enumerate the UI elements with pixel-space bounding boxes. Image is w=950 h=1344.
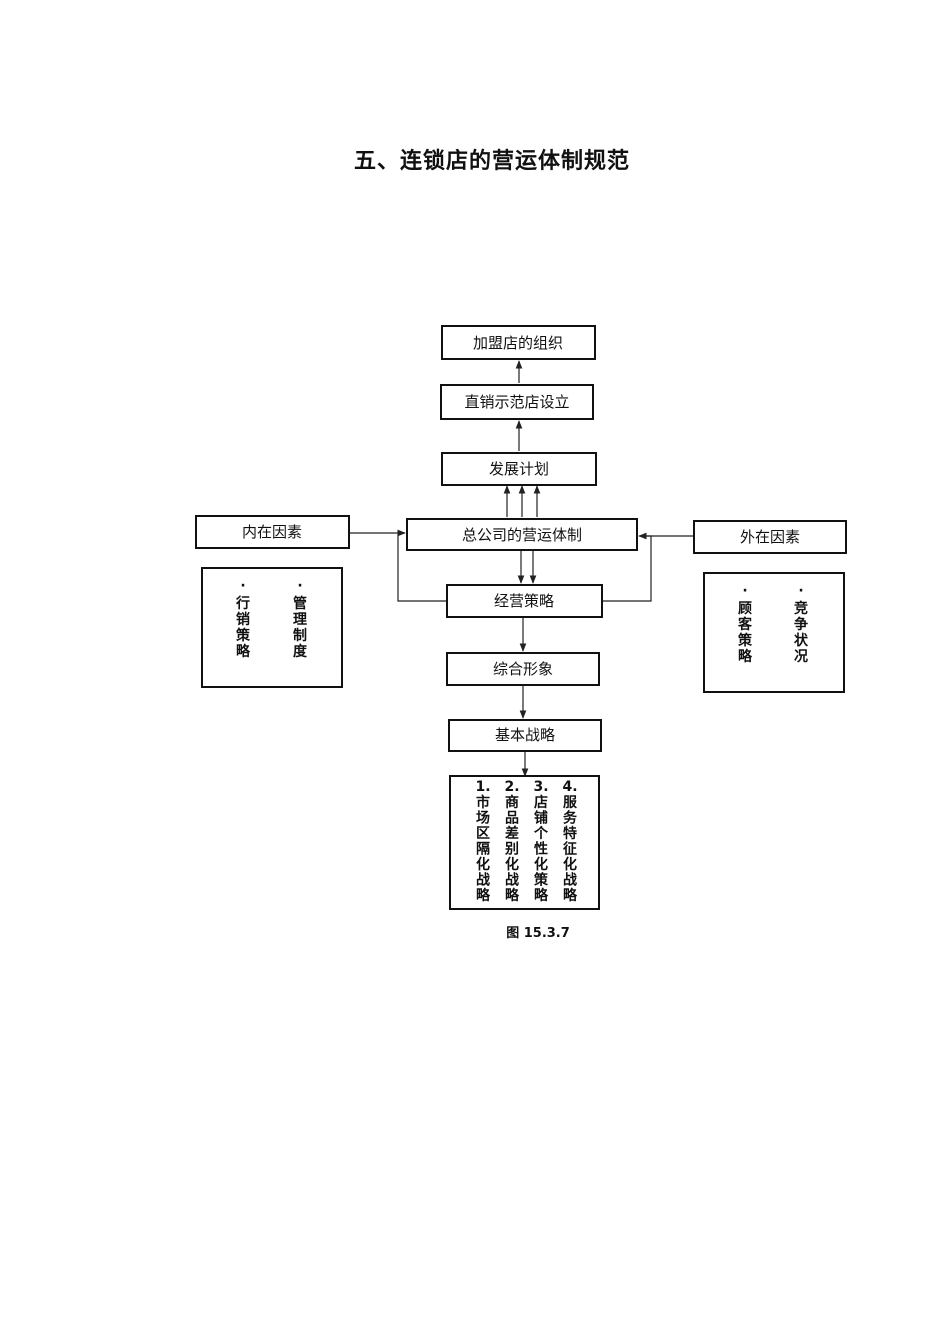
bullet-dot: ·	[798, 583, 803, 599]
strategy-number: 2.	[504, 779, 519, 795]
loop-left-strategy-hq	[397, 534, 447, 602]
box-external-label: 外在因素	[740, 528, 800, 546]
vertical-label: 管理制度	[293, 595, 308, 660]
box-image: 综合形象	[446, 652, 600, 686]
box-strategy: 经营策略	[446, 584, 603, 618]
strategy-item-4: 4.服务特征化战略	[562, 779, 578, 904]
strategies-list: 1.市场区隔化战略 2.商品差别化战略 3.店铺个性化策略 4.服务特征化战略	[449, 775, 600, 910]
vertical-label: 行销策略	[235, 595, 251, 660]
box-plan: 发展计划	[441, 452, 597, 486]
box-internal: 内在因素	[195, 515, 350, 549]
external-factors-list: ·竞争状况 ·顾客策略	[703, 572, 845, 693]
box-image-label: 综合形象	[493, 660, 553, 678]
bullet-dot: ·	[240, 578, 245, 594]
box-basic-label: 基本战略	[495, 726, 555, 744]
box-demo-store-label: 直销示范店设立	[464, 393, 569, 411]
box-strategy-label: 经营策略	[494, 592, 554, 610]
internal-item-marketing: ·行销策略	[235, 578, 251, 660]
box-hq: 总公司的营运体制	[406, 518, 638, 551]
box-demo-store: 直销示范店设立	[440, 384, 594, 420]
strategy-item-2: 2.商品差别化战略	[504, 779, 520, 904]
box-basic: 基本战略	[448, 719, 602, 752]
internal-factors-list: ·管理制度 ·行销策略	[201, 567, 343, 688]
box-plan-label: 发展计划	[489, 460, 549, 478]
box-external: 外在因素	[693, 520, 847, 554]
box-hq-label: 总公司的营运体制	[462, 526, 582, 544]
vertical-label: 店铺个性化策略	[533, 794, 549, 904]
figure-caption: 图 15.3.7	[506, 926, 570, 941]
strategy-item-1: 1.市场区隔化战略	[475, 779, 491, 904]
box-franchise-label: 加盟店的组织	[473, 334, 563, 352]
vertical-label: 服务特征化战略	[563, 795, 578, 904]
bullet-dot: ·	[297, 578, 302, 594]
box-internal-label: 内在因素	[242, 523, 302, 541]
strategy-item-3: 3.店铺个性化策略	[533, 779, 549, 904]
connectors	[349, 360, 694, 777]
vertical-label: 竞争状况	[794, 600, 809, 665]
vertical-label: 商品差别化战略	[504, 794, 520, 904]
vertical-label: 顾客策略	[737, 601, 753, 665]
external-item-customer: · 顾客策略	[737, 583, 753, 665]
vertical-label: 市场区隔化战略	[476, 794, 491, 904]
bullet-dot: ·	[742, 583, 747, 599]
strategy-number: 4.	[562, 779, 577, 795]
box-franchise: 加盟店的组织	[441, 325, 596, 360]
internal-item-management: ·管理制度	[293, 578, 308, 660]
external-item-competition: ·竞争状况	[794, 583, 809, 665]
strategy-number: 1.	[475, 779, 490, 795]
strategy-number: 3.	[533, 779, 548, 795]
page-title: 五、连锁店的营运体制规范	[353, 149, 630, 174]
loop-right-strategy-hq	[602, 536, 652, 602]
